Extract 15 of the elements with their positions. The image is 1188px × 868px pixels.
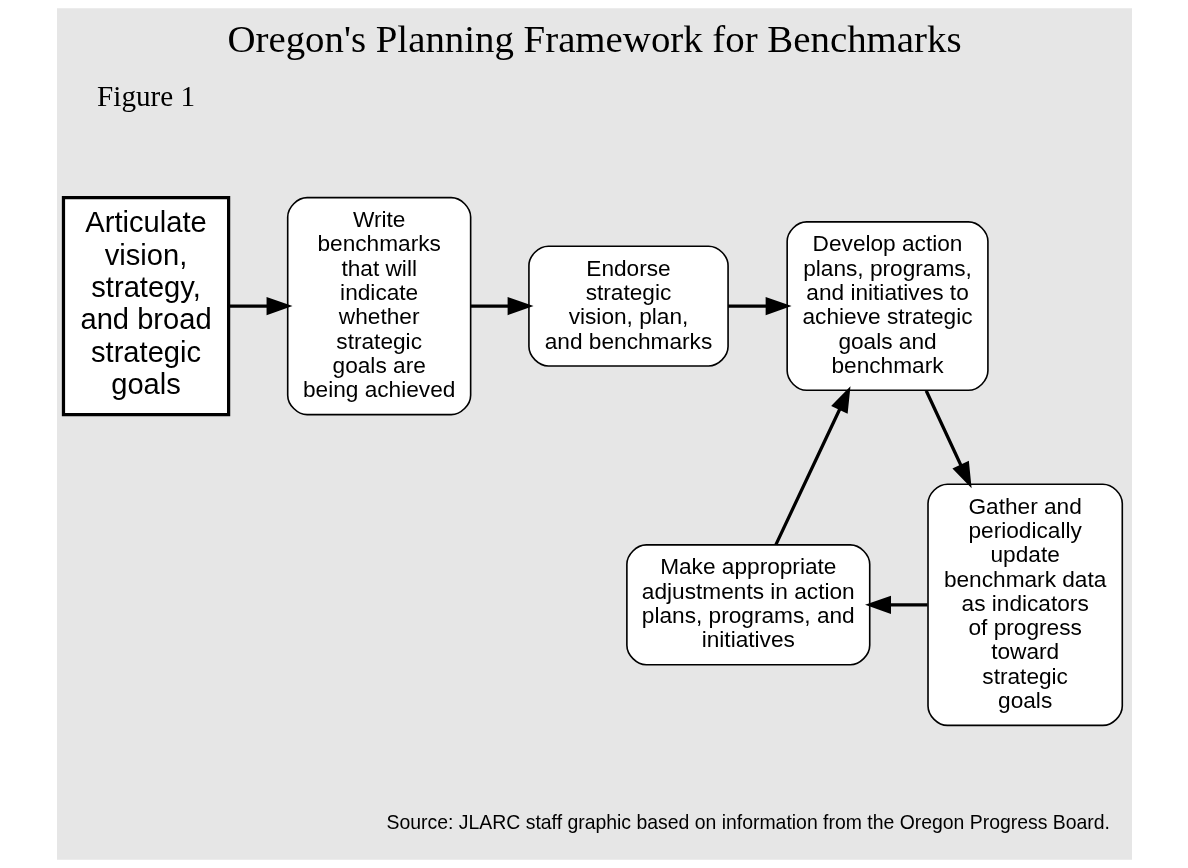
label: Figure 1 bbox=[96, 80, 195, 112]
node-box: Make appropriate adjustments in action plans, programs, and initiatives bbox=[625, 544, 871, 666]
arrow bbox=[470, 297, 534, 316]
node-box: Gather and periodically update benchmark data as indicators of progress toward strategic goals bbox=[926, 483, 1123, 727]
node-box: Articulate vision, strategy, and broad strategic goals bbox=[61, 196, 230, 417]
caption: Source: JLARC staff graphic based on information from the Oregon Progress Board. bbox=[386, 811, 1110, 834]
node-box: Write benchmarks that will indicate whether strategic goals are being achieved bbox=[286, 196, 471, 416]
arrow bbox=[924, 390, 972, 489]
arrow bbox=[228, 297, 292, 316]
node-box: Endorse strategic vision, plan, and benchmarks bbox=[527, 245, 729, 367]
diagram-title: Oregon's Planning Framework for Benchmarks bbox=[226, 17, 962, 61]
node-box: Develop action plans, programs, and initiatives to achieve strategic goals and benchmark bbox=[785, 221, 989, 392]
arrow bbox=[727, 297, 792, 316]
arrow bbox=[864, 595, 928, 614]
arrow bbox=[773, 386, 850, 546]
